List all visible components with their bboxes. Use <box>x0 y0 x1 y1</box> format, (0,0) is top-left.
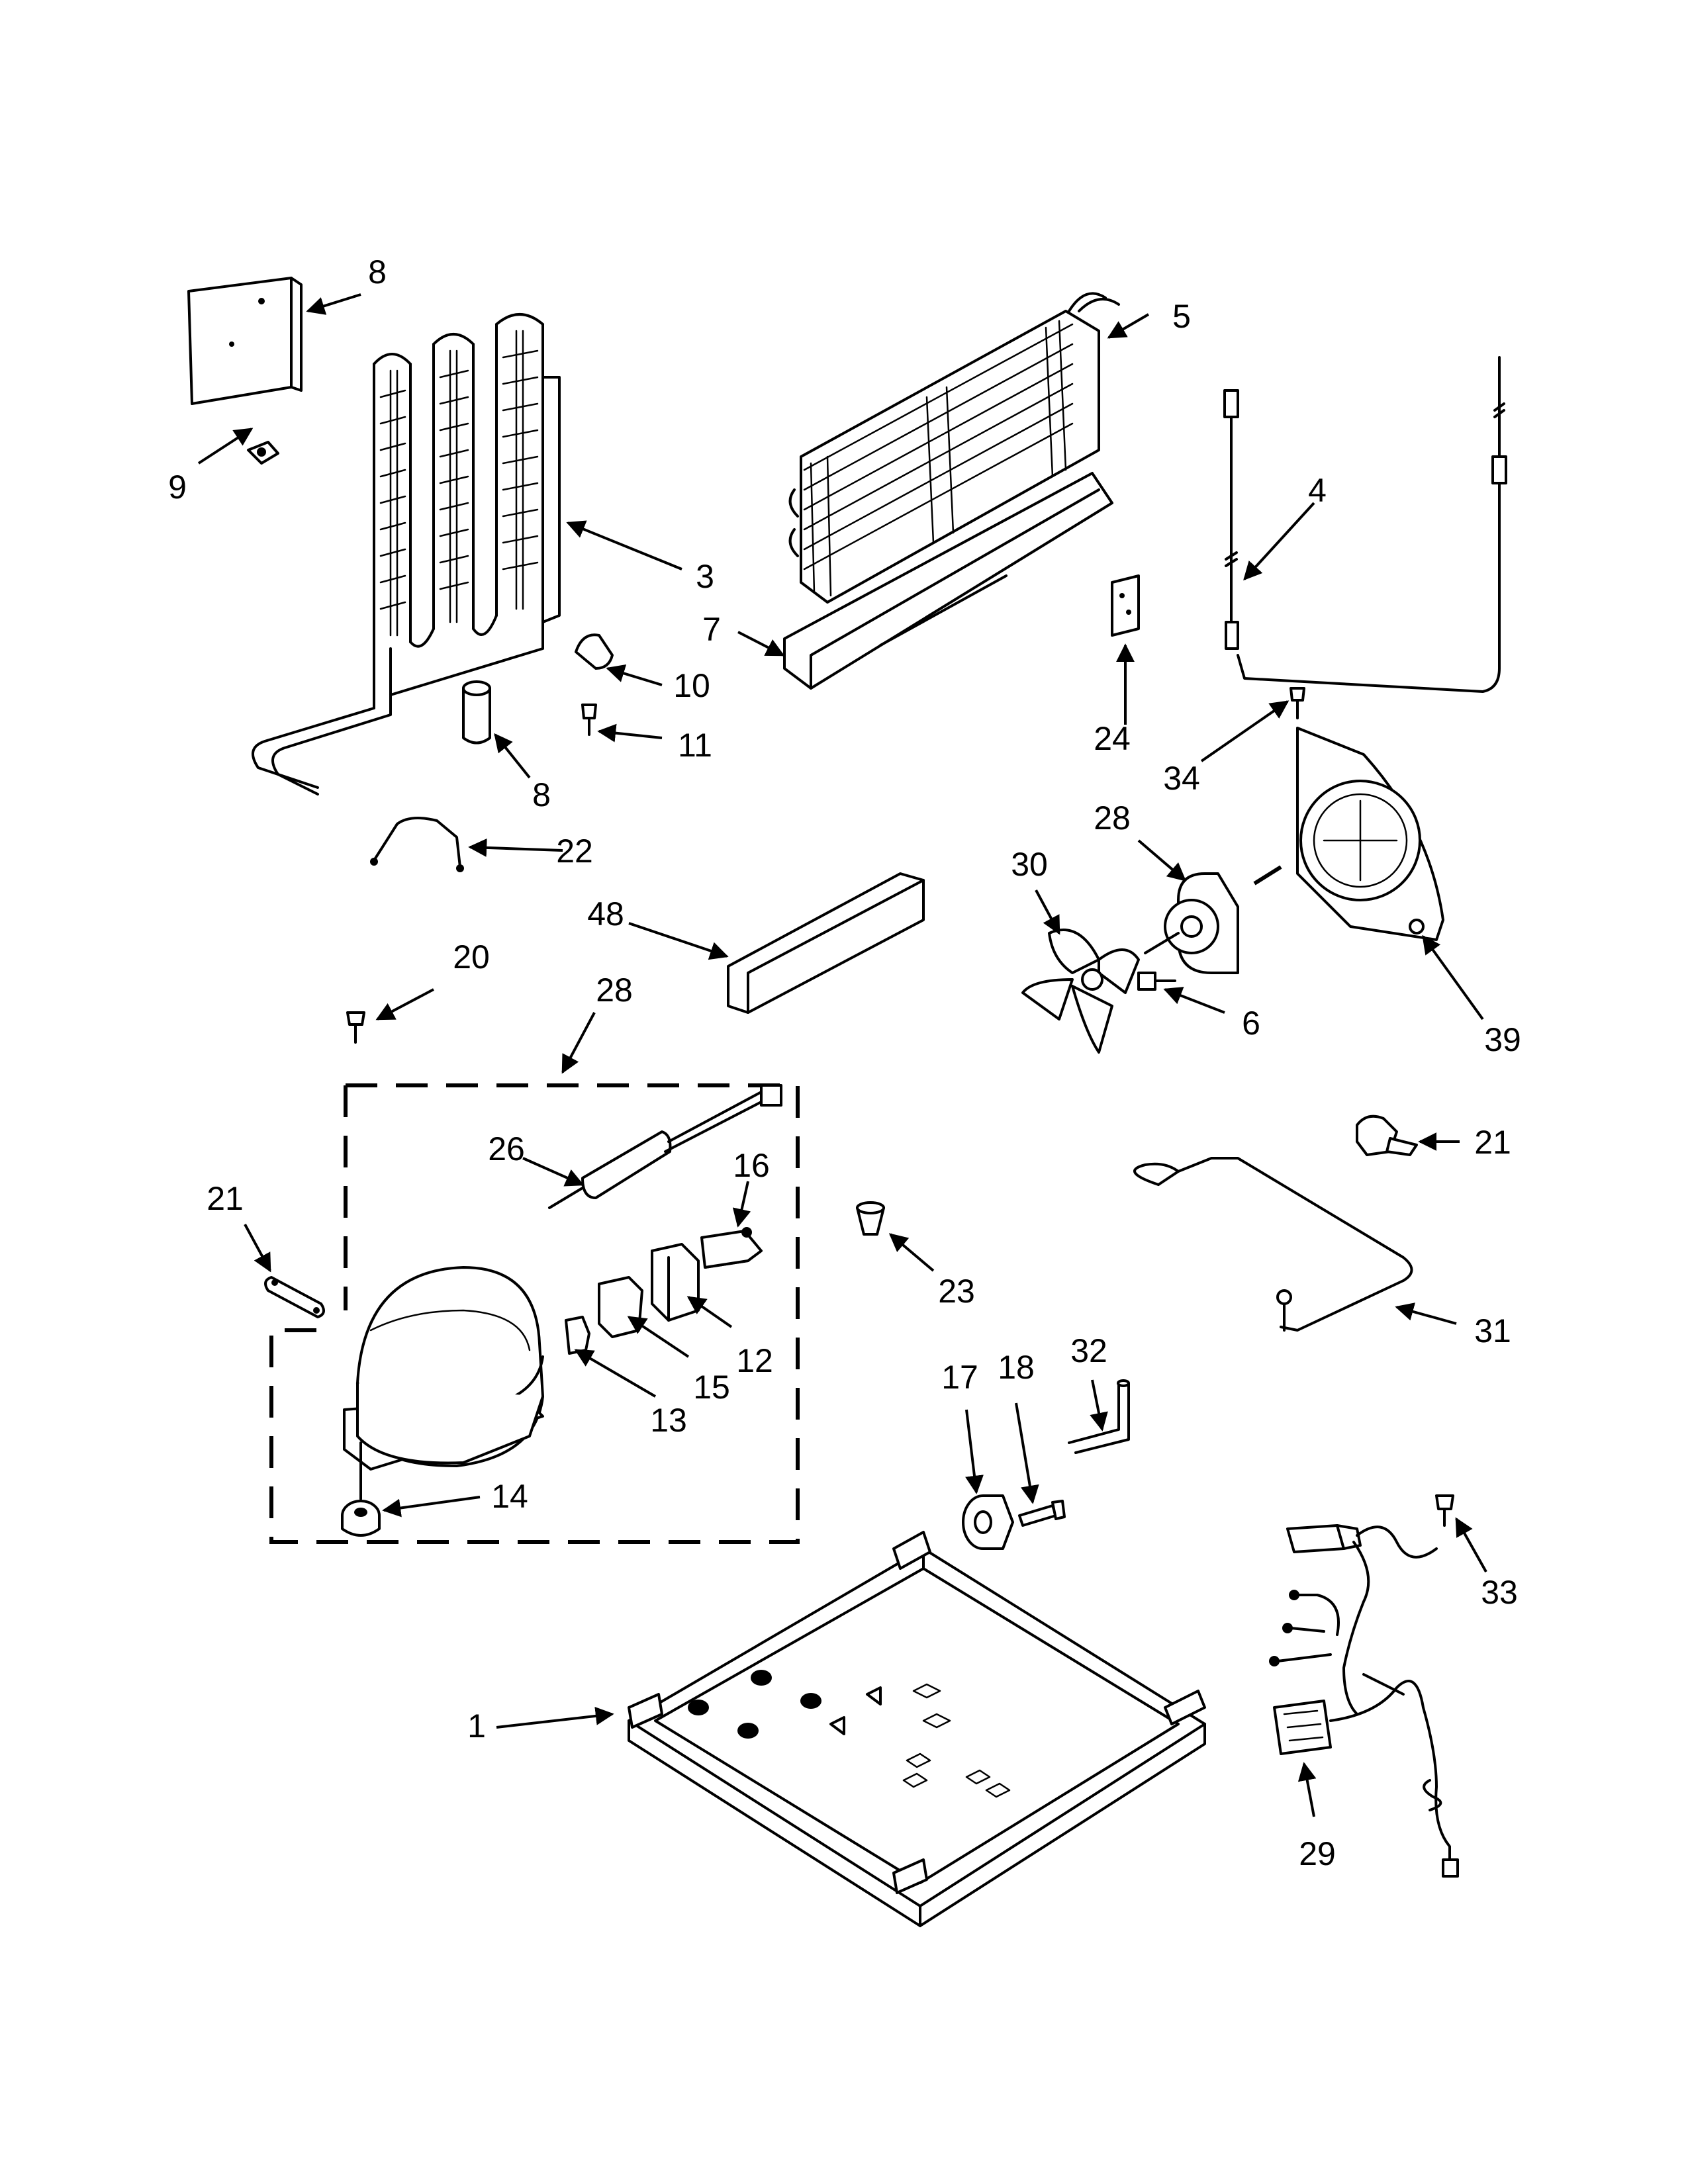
bracket-part-24 <box>1111 574 1140 637</box>
bracket-part-48 <box>727 872 925 1014</box>
strap-part-21-left <box>264 1276 325 1318</box>
screw-part-6 <box>1137 972 1176 991</box>
label-31: 31 <box>1474 1312 1511 1349</box>
compressor-kit-outline <box>269 1083 800 1544</box>
tube-part-31 <box>1133 1157 1413 1332</box>
condenser-part-3 <box>252 313 561 796</box>
label-8-top: 8 <box>368 253 387 291</box>
label-48: 48 <box>587 895 624 933</box>
heater-part-4 <box>1223 356 1507 693</box>
label-13: 13 <box>650 1402 687 1439</box>
part-15 <box>598 1276 643 1338</box>
drier-part-8 <box>462 680 491 745</box>
label-39: 39 <box>1484 1021 1521 1058</box>
part-16 <box>700 1227 763 1269</box>
label-12: 12 <box>736 1342 773 1379</box>
label-34: 34 <box>1163 760 1200 797</box>
wire-part-22 <box>370 817 464 872</box>
label-20: 20 <box>453 938 490 976</box>
wheel-part-17 <box>962 1494 1014 1550</box>
fan-blade-part-30 <box>1021 929 1140 1054</box>
label-32: 32 <box>1070 1332 1107 1369</box>
grommet-part-14 <box>341 1441 381 1537</box>
clip-part-21-right <box>1356 1115 1418 1156</box>
part-13 <box>565 1316 590 1355</box>
label-21-right: 21 <box>1474 1124 1511 1161</box>
label-18: 18 <box>998 1349 1035 1386</box>
compressor <box>343 1266 544 1471</box>
label-28-kit: 28 <box>596 972 633 1009</box>
fan-shroud-part-39 <box>1296 727 1444 941</box>
screw-part-20 <box>346 1011 365 1044</box>
label-23: 23 <box>938 1273 975 1310</box>
evaporator-part-5 <box>788 292 1120 604</box>
label-15: 15 <box>693 1369 730 1406</box>
label-28-motor: 28 <box>1094 799 1131 837</box>
axle-part-18 <box>1018 1500 1066 1527</box>
label-16: 16 <box>733 1147 770 1184</box>
wire-harness-part-29 <box>1269 1524 1459 1878</box>
label-10: 10 <box>673 667 710 704</box>
label-1: 1 <box>467 1707 486 1745</box>
label-33: 33 <box>1481 1574 1518 1611</box>
clip-part-9 <box>247 441 279 465</box>
screw-part-11 <box>581 704 597 736</box>
label-8-drier: 8 <box>532 776 551 813</box>
motor-part-28 <box>1144 872 1239 974</box>
clip-part-10 <box>575 633 614 670</box>
base-frame-part-1 <box>628 1531 1206 1927</box>
bracket-part-8 <box>187 277 303 405</box>
leader-arrows <box>197 293 1487 1817</box>
label-30: 30 <box>1011 846 1048 883</box>
label-24: 24 <box>1094 720 1131 757</box>
label-14: 14 <box>491 1478 528 1515</box>
label-29: 29 <box>1299 1835 1336 1872</box>
label-9: 9 <box>168 469 187 506</box>
relay-part-12 <box>651 1243 700 1322</box>
label-4: 4 <box>1308 472 1327 509</box>
label-26: 26 <box>488 1130 525 1167</box>
label-5: 5 <box>1172 298 1191 335</box>
part-23 <box>856 1201 885 1236</box>
label-17: 17 <box>941 1359 978 1396</box>
tube-part-32 <box>1068 1379 1130 1454</box>
part-labels: 8 9 3 10 11 8 22 5 7 4 24 34 28 30 6 39 … <box>168 253 1521 1872</box>
label-21-left: 21 <box>207 1180 244 1217</box>
label-22: 22 <box>556 833 593 870</box>
label-3: 3 <box>696 558 714 595</box>
label-11: 11 <box>678 727 712 764</box>
part-26 <box>548 1084 782 1209</box>
label-7: 7 <box>702 611 721 648</box>
screw-part-33 <box>1435 1494 1454 1527</box>
drain-pan-part-7 <box>783 472 1113 690</box>
label-6: 6 <box>1242 1005 1260 1042</box>
screw-part-34 <box>1289 687 1305 719</box>
